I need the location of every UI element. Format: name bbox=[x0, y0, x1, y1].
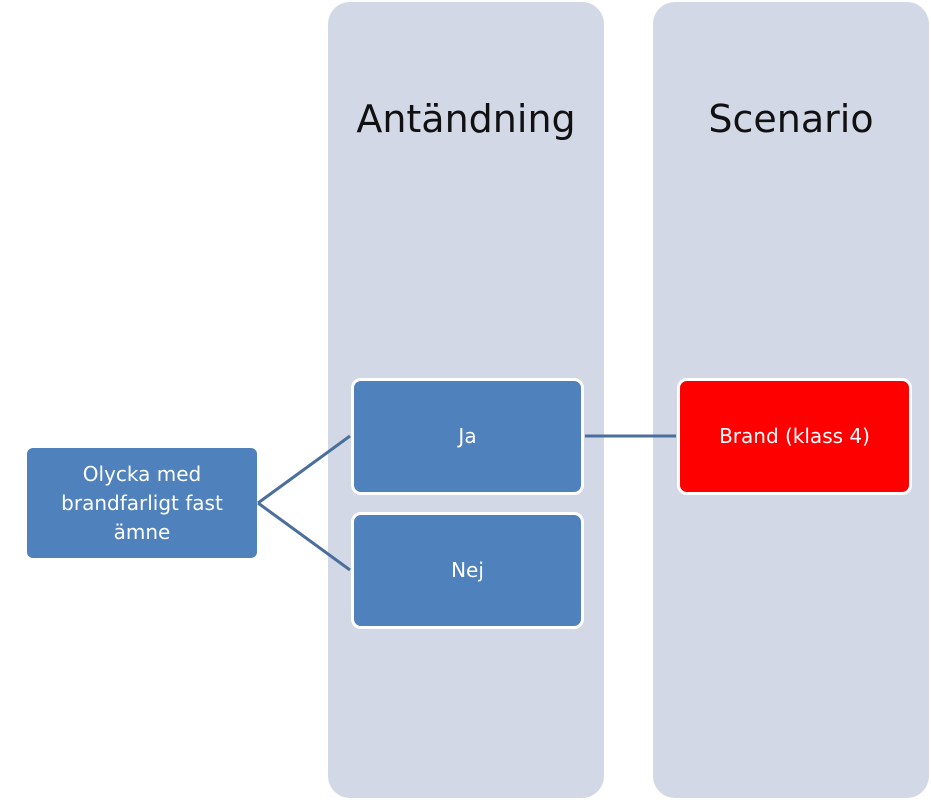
brand-node-label: Brand (klass 4) bbox=[719, 424, 870, 448]
ja-node: Ja bbox=[351, 378, 584, 495]
scenario-column-title: Scenario bbox=[708, 97, 874, 141]
start-node: Olycka med brandfarligt fast ämne bbox=[27, 448, 257, 558]
brand-node: Brand (klass 4) bbox=[677, 378, 912, 495]
nej-node: Nej bbox=[351, 512, 584, 629]
ja-node-label: Ja bbox=[458, 424, 477, 448]
start-node-label: Olycka med brandfarligt fast ämne bbox=[61, 461, 223, 544]
nej-node-label: Nej bbox=[451, 558, 484, 582]
antandning-column-title: Antändning bbox=[356, 97, 576, 141]
